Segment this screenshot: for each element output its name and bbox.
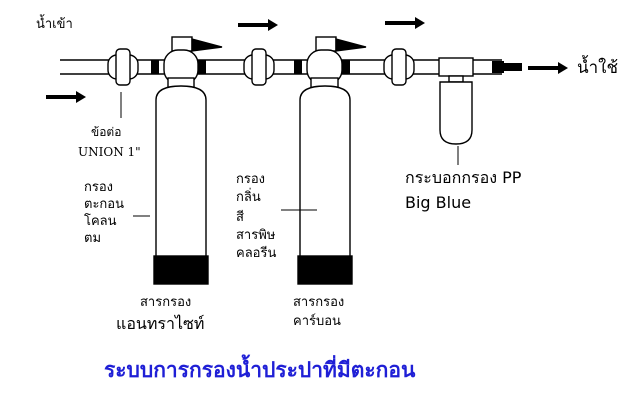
tank2-desc-4: สารพิษ xyxy=(236,228,276,243)
tank1-desc-1: กรอง xyxy=(84,180,114,195)
water-in-label: น้ำเข้า xyxy=(36,17,73,32)
tank2-media-2: คาร์บอน xyxy=(293,314,341,329)
tank2-media-1: สารกรอง xyxy=(293,295,345,310)
tank1-desc-2: ตะกอน xyxy=(84,197,124,212)
diagram-title: ระบบการกรองน้ำประปาที่มีตะกอน xyxy=(104,358,416,382)
tank-2 xyxy=(297,36,367,285)
tank2-desc-2: กลิ่น xyxy=(236,190,261,205)
tank1-media-1: สารกรอง xyxy=(140,295,192,310)
union-label-2: UNION 1" xyxy=(78,145,141,159)
tank2-desc-1: กรอง xyxy=(236,172,266,187)
flow-arrows xyxy=(46,17,568,103)
leader-lines xyxy=(120,92,459,217)
union-fitting-2 xyxy=(243,48,275,86)
tank2-desc-5: คลอรีน xyxy=(236,246,277,261)
water-out-label: น้ำใช้ xyxy=(577,58,619,78)
union-fitting-1 xyxy=(107,48,139,86)
tank2-desc-3: สี xyxy=(236,210,244,225)
big-blue-housing xyxy=(438,57,474,145)
union-label-1: ข้อต่อ xyxy=(91,125,122,139)
union-fitting-3 xyxy=(383,48,415,86)
tank1-desc-3: โคลน xyxy=(84,214,117,229)
pipe-joints xyxy=(151,60,522,74)
housing-label-1: กระบอกกรอง PP xyxy=(405,168,522,187)
housing-label-2: Big Blue xyxy=(405,193,472,212)
tank-1 xyxy=(153,36,223,285)
tank1-media-2: แอนทราไซท์ xyxy=(116,314,205,333)
tank1-desc-4: ตม xyxy=(84,231,102,246)
